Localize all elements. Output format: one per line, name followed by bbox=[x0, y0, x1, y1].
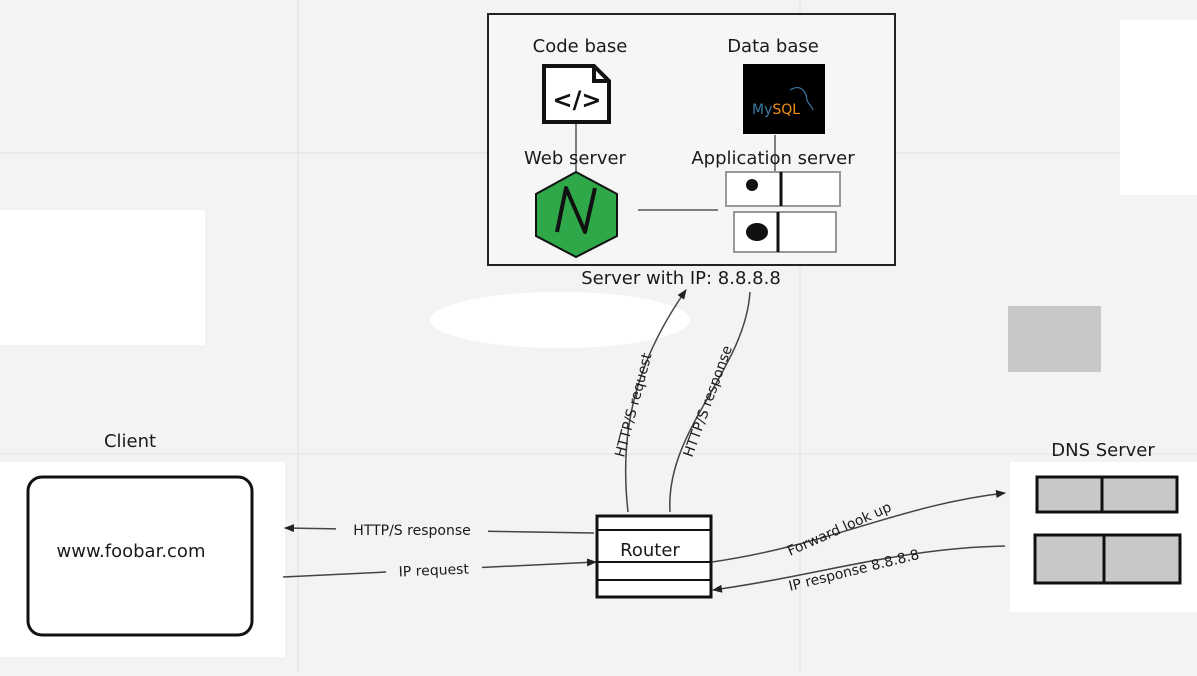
forward-lookup-label: Forward look up bbox=[785, 499, 894, 559]
app-server-unit-top bbox=[725, 171, 841, 207]
client-label: Client bbox=[104, 431, 156, 452]
dns-server-label: DNS Server bbox=[1051, 440, 1155, 461]
http-response-client-label: HTTP/S response bbox=[353, 523, 470, 539]
svg-text:</>: </> bbox=[553, 86, 602, 114]
web-server-label: Web server bbox=[524, 148, 627, 169]
dns-server-unit-bottom bbox=[1033, 533, 1182, 585]
gray-placeholder-box bbox=[1008, 306, 1101, 372]
nginx-icon bbox=[535, 170, 618, 259]
code-file-icon: </> bbox=[542, 64, 611, 124]
dns-server-unit-top bbox=[1035, 475, 1179, 514]
ip-response-label: IP response 8.8.8.8 bbox=[787, 547, 921, 595]
ip-request-label-bg bbox=[385, 556, 483, 580]
mysql-logo-icon: MySQL bbox=[743, 64, 825, 134]
app-server-label: Application server bbox=[691, 148, 855, 169]
code-base-label: Code base bbox=[533, 36, 628, 57]
app-server-unit-bottom bbox=[733, 211, 837, 253]
svg-text:MySQL: MySQL bbox=[752, 102, 800, 118]
forward-lookup-arrow bbox=[711, 490, 1006, 563]
data-base-label: Data base bbox=[727, 36, 819, 57]
white-patch-left bbox=[0, 210, 205, 345]
client-browser-box bbox=[26, 475, 254, 637]
server-caption: Server with IP: 8.8.8.8 bbox=[581, 268, 781, 289]
http-response-up-line bbox=[669, 291, 751, 513]
ip-request-label: IP request bbox=[398, 561, 469, 580]
http-request-label: HTTP/S request bbox=[612, 351, 655, 459]
client-url: www.foobar.com bbox=[57, 541, 206, 562]
router-box bbox=[595, 514, 713, 599]
router-label: Router bbox=[620, 540, 680, 561]
white-smudge-caption bbox=[430, 292, 690, 348]
ip-response-arrow bbox=[712, 545, 1006, 593]
http-response-up-label: HTTP/S response bbox=[681, 344, 736, 460]
http-request-arrow bbox=[624, 289, 687, 513]
white-patch-right bbox=[1120, 20, 1197, 195]
http-response-client-label-bg bbox=[336, 519, 488, 539]
